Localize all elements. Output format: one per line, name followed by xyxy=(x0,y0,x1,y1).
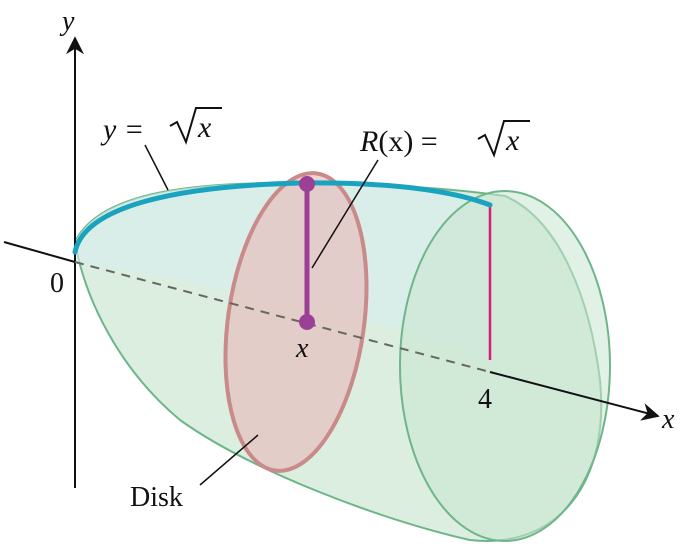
radical-sign xyxy=(169,107,222,145)
radius-arg: (x) = xyxy=(378,125,437,158)
radius-R: R xyxy=(359,125,378,158)
disk-label: Disk xyxy=(130,482,183,513)
radius-radicand: x xyxy=(505,124,520,157)
disk xyxy=(223,171,369,473)
curve-radicand: x xyxy=(197,111,212,144)
sqrt-curve xyxy=(72,180,493,255)
curve-leader xyxy=(144,144,169,191)
radius-top-point xyxy=(299,176,315,192)
radius-equation-label: R(x) = x xyxy=(359,120,530,158)
disk-leader xyxy=(199,434,259,486)
radius-leader xyxy=(311,159,379,269)
svg-text:y =: y = xyxy=(100,113,144,146)
radius-bottom-point xyxy=(299,314,315,330)
radical-sign-2 xyxy=(477,120,530,158)
y-axis-label: y xyxy=(59,6,75,37)
x-axis-right xyxy=(489,371,660,421)
point-x-label: x xyxy=(295,333,309,364)
curve-equation-label: y = x xyxy=(100,107,222,146)
x-axis-label: x xyxy=(661,404,675,435)
x-axis-left xyxy=(3,241,76,263)
curve-equation-lhs: y = xyxy=(100,113,144,146)
x-axis-dashed xyxy=(74,261,491,373)
x-end-label: 4 xyxy=(478,384,492,415)
end-cap xyxy=(399,190,611,542)
svg-text:R(x) =: R(x) = xyxy=(359,125,438,158)
origin-label: 0 xyxy=(50,268,64,299)
